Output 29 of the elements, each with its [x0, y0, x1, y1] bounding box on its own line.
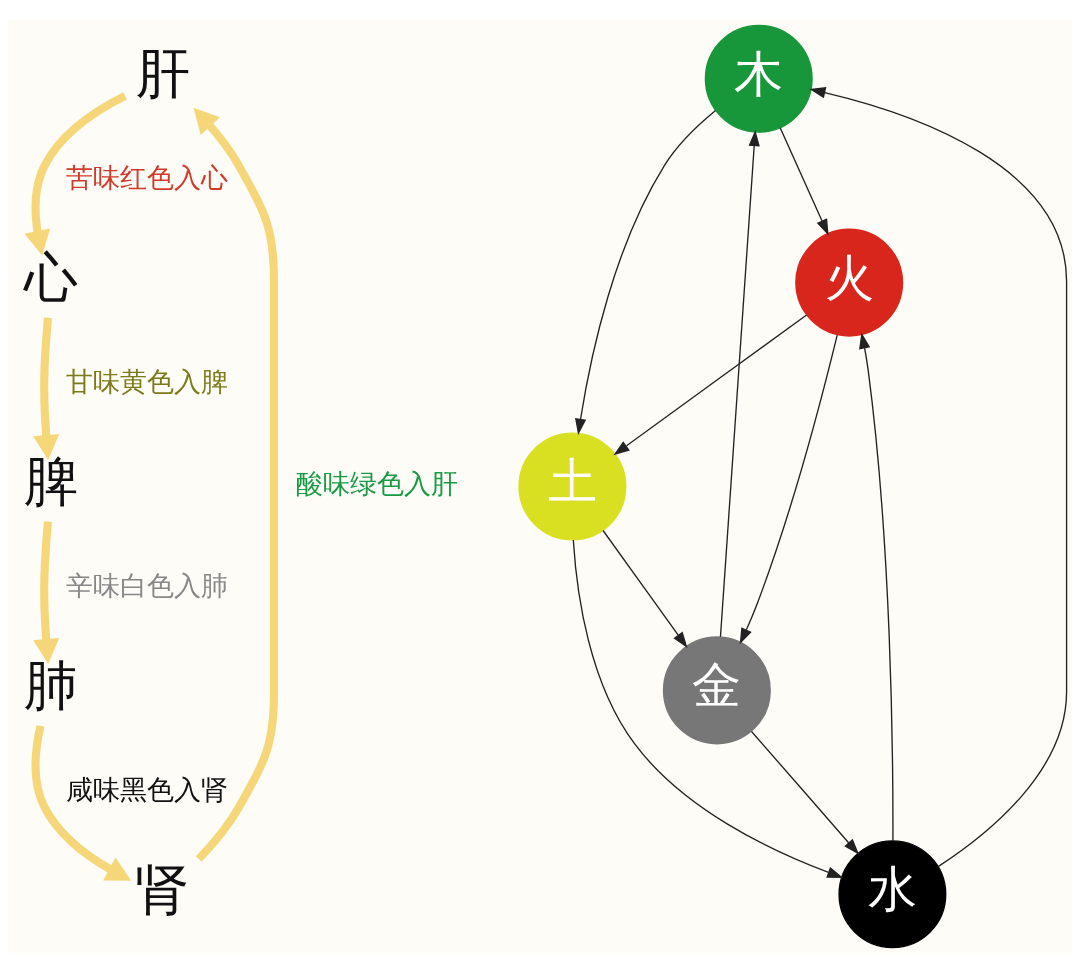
node-circle: 木 — [704, 24, 813, 133]
node-circle: 金 — [662, 635, 771, 744]
node-text: 肺 — [24, 653, 79, 717]
node-circle: 火 — [795, 228, 904, 337]
arrow — [24, 91, 127, 256]
arrow — [33, 316, 60, 460]
edge-label: 苦味红色入心 — [66, 161, 229, 193]
arrow — [602, 529, 688, 648]
edge-label: 甘味黄色入脾 — [66, 365, 229, 397]
arrow — [809, 86, 1068, 867]
arrow — [779, 126, 829, 235]
arrow — [613, 313, 808, 455]
node-circle: 土 — [518, 432, 627, 540]
node-text: 肝 — [136, 41, 191, 105]
arrow — [572, 538, 844, 878]
arrow — [750, 730, 860, 855]
arrow — [575, 109, 717, 435]
arrow — [859, 332, 894, 841]
arrow — [193, 107, 279, 862]
arrow — [719, 129, 760, 637]
arrow — [31, 724, 132, 881]
edge-label: 咸味黑色入肾 — [66, 773, 229, 805]
edge-label: 酸味绿色入肝 — [295, 467, 458, 499]
node-text: 心 — [24, 245, 79, 309]
arrow — [739, 333, 838, 644]
arrow — [33, 520, 60, 664]
node-text: 肾 — [134, 857, 189, 921]
edge-label: 辛味白色入肺 — [66, 569, 229, 601]
node-text: 脾 — [24, 449, 79, 513]
